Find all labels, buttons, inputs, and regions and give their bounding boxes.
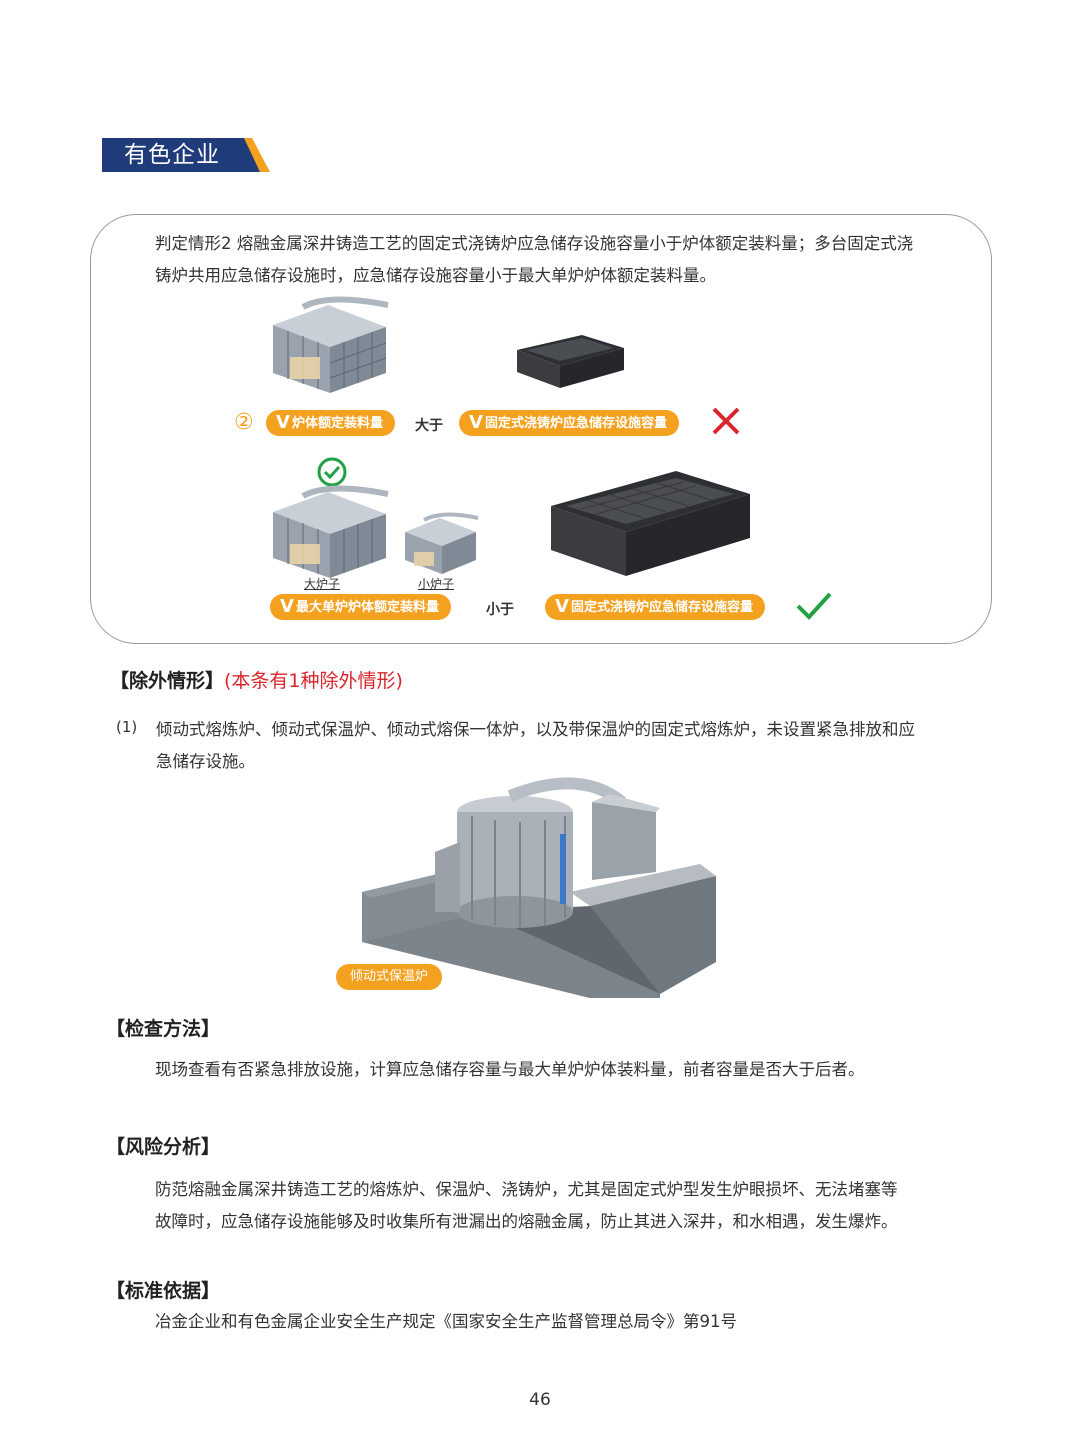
- exception-heading-text: 【除外情形】: [110, 670, 225, 692]
- row2-right-pill-label: 固定式浇铸炉应急储存设施容量: [570, 600, 753, 615]
- page-number: 46: [529, 1390, 551, 1410]
- big-furnace-label: 大炉子: [304, 577, 341, 591]
- risk-line-2: 故障时，应急储存设施能够及时收集所有泄漏出的熔融金属，防止其进入深井，和水相遇，…: [155, 1212, 898, 1231]
- storage-tray-large: [551, 471, 750, 576]
- exception-item-line-1: 倾动式熔炼炉、倾动式保温炉、倾动式熔保一体炉，以及带保温炉的固定式熔炼炉，未设置…: [156, 720, 915, 739]
- circle-check-icon: [317, 457, 347, 487]
- big-furnace-illustration: [273, 485, 389, 578]
- green-check-icon: [796, 592, 832, 620]
- row1-left-pill-label: 炉体额定装料量: [291, 416, 383, 431]
- check-mark-glyph: V: [276, 412, 290, 433]
- furnace-illustration: [273, 296, 389, 393]
- exception-note: (本条有1种除外情形): [224, 670, 403, 692]
- tilting-furnace-label: 倾动式保温炉: [336, 964, 443, 990]
- row1-right-pill-label: 固定式浇铸炉应急储存设施容量: [484, 416, 667, 431]
- criterion-line-1: 判定情形2 熔融金属深井铸造工艺的固定式浇铸炉应急储存设施容量小于炉体额定装料量…: [155, 234, 914, 253]
- exception-item-number: (1): [116, 718, 138, 736]
- check-mark-glyph: V: [280, 596, 294, 617]
- small-furnace-label: 小炉子: [418, 577, 455, 591]
- small-furnace-illustration: [405, 512, 479, 574]
- exception-item-line-2: 急储存设施。: [156, 752, 255, 771]
- risk-line-1: 防范熔融金属深井铸造工艺的熔炼炉、保温炉、浇铸炉，尤其是固定式炉型发生炉眼损坏、…: [155, 1180, 898, 1199]
- inspection-heading: 【检查方法】: [106, 1018, 221, 1040]
- section-banner: [102, 138, 252, 172]
- exception-heading: 【除外情形】(本条有1种除外情形): [110, 666, 403, 693]
- section-title: 有色企业: [124, 142, 220, 168]
- risk-heading: 【风险分析】: [106, 1136, 221, 1158]
- basis-text: 冶金企业和有色金属企业安全生产规定《国家安全生产监督管理总局令》第91号: [155, 1312, 737, 1331]
- row2-relation: 小于: [486, 602, 514, 618]
- cross-icon: [712, 407, 740, 435]
- row1-number: ②: [234, 410, 254, 435]
- check-mark-glyph: V: [469, 412, 483, 433]
- criterion-line-2: 铸炉共用应急储存设施时，应急储存设施容量小于最大单炉炉体额定装料量。: [155, 266, 716, 285]
- inspection-text: 现场查看有否紧急排放设施，计算应急储存容量与最大单炉炉体装料量，前者容量是否大于…: [155, 1060, 865, 1079]
- tilting-furnace-illustration: [362, 777, 716, 998]
- storage-tray-small: [517, 335, 624, 388]
- banner-accent: [236, 138, 270, 172]
- basis-heading: 【标准依据】: [106, 1280, 221, 1302]
- check-mark-glyph: V: [555, 596, 569, 617]
- row1-relation: 大于: [415, 418, 443, 434]
- row2-left-pill-label: 最大单炉炉体额定装料量: [295, 600, 439, 615]
